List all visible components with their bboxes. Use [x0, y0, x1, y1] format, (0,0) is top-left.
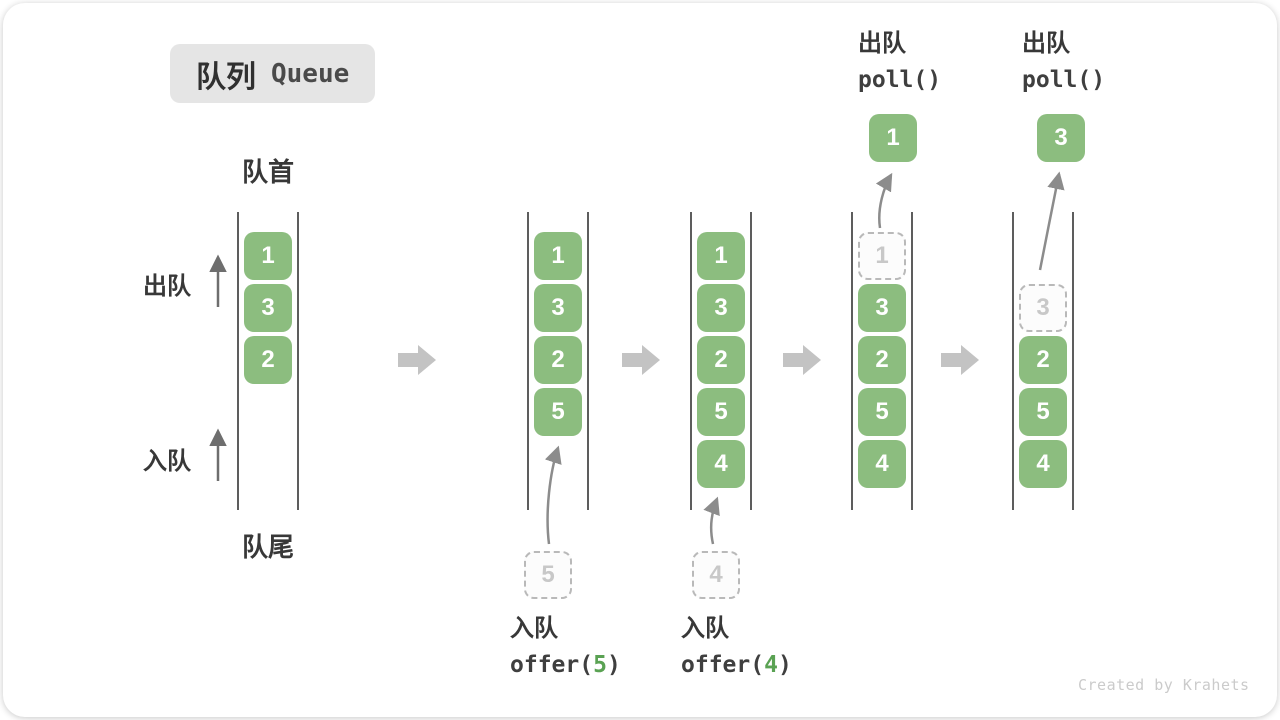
queue-item: 2	[244, 336, 292, 384]
step-arrow-icon	[398, 345, 436, 375]
queue-item: 5	[534, 388, 582, 436]
queue-item: 4	[858, 440, 906, 488]
queue-item: 2	[697, 336, 745, 384]
enqueue-op-label-2: 入队 offer(4)	[681, 615, 792, 679]
enqueue-op-label-1: 入队 offer(5)	[510, 615, 621, 679]
queue-item: 4	[697, 440, 745, 488]
op-code-arg: 4	[764, 652, 778, 678]
outgoing-item: 1	[869, 114, 917, 162]
title-zh: 队列	[196, 60, 256, 94]
queue-item: 2	[534, 336, 582, 384]
op-code-pre: offer(	[510, 652, 594, 678]
op-name: 出队	[858, 30, 906, 57]
card-border	[3, 3, 1277, 717]
queue-column-state5: 3 2 5 4	[1012, 212, 1074, 510]
op-code: poll()	[1022, 67, 1106, 93]
op-name: 入队	[681, 615, 729, 642]
queue-rear-label: 队尾	[241, 532, 294, 562]
queue-column-state1: 1 3 2	[237, 212, 299, 510]
title-en: Queue	[271, 58, 350, 89]
watermark: Created by Krahets	[1078, 676, 1250, 694]
op-code-pre: offer(	[681, 652, 765, 678]
queue-item: 2	[1019, 336, 1067, 384]
queue-column-state2: 1 3 2 5	[527, 212, 589, 510]
queue-item: 5	[697, 388, 745, 436]
queue-item: 4	[1019, 440, 1067, 488]
op-code: offer(5)	[510, 651, 621, 679]
queue-column-state4: 1 3 2 5 4	[851, 212, 913, 510]
op-code: offer(4)	[681, 651, 792, 679]
outgoing-item: 3	[1037, 114, 1085, 162]
queue-column-state3: 1 3 2 5 4	[690, 212, 752, 510]
queue-item-removed: 1	[858, 232, 906, 280]
incoming-item: 4	[692, 551, 740, 599]
queue-item: 5	[1019, 388, 1067, 436]
incoming-item: 5	[524, 551, 572, 599]
op-code-arg: 5	[593, 652, 607, 678]
queue-item: 3	[697, 284, 745, 332]
enqueue-side-label: 入队	[143, 448, 191, 475]
queue-item: 1	[244, 232, 292, 280]
op-name: 入队	[510, 615, 558, 642]
title-badge: 队列 Queue	[170, 44, 376, 103]
queue-item: 1	[697, 232, 745, 280]
queue-item: 2	[858, 336, 906, 384]
step-arrow-icon	[622, 345, 660, 375]
dequeue-op-label-2: 出队 poll()	[1022, 30, 1105, 94]
step-arrow-icon	[941, 345, 979, 375]
queue-item: 3	[534, 284, 582, 332]
step-arrow-icon	[783, 345, 821, 375]
queue-item: 1	[534, 232, 582, 280]
op-code: poll()	[858, 67, 942, 93]
queue-item-removed: 3	[1019, 284, 1067, 332]
queue-item: 3	[858, 284, 906, 332]
dequeue-op-label-1: 出队 poll()	[858, 30, 941, 94]
op-code-post: )	[606, 652, 621, 678]
op-code-post: )	[777, 652, 792, 678]
queue-front-label: 队首	[241, 157, 294, 187]
dequeue-side-label: 出队	[143, 273, 191, 300]
queue-item: 3	[244, 284, 292, 332]
op-name: 出队	[1022, 30, 1070, 57]
queue-item: 5	[858, 388, 906, 436]
